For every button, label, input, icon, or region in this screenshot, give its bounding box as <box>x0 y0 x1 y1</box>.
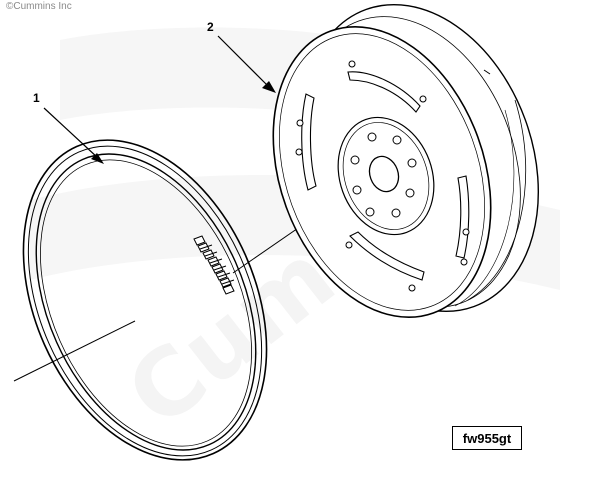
hub-bolt-holes <box>350 132 417 218</box>
reference-code-box: fw955gt <box>452 426 522 450</box>
rim-holes <box>295 60 470 292</box>
flywheel-slots <box>301 71 470 281</box>
ring-gear <box>22 139 268 461</box>
copyright-notice: ©Cummins Inc <box>6 1 72 12</box>
callout-number-1: 1 <box>33 91 40 105</box>
flywheel <box>272 3 540 319</box>
reference-code: fw955gt <box>462 430 512 446</box>
callout-arrow-2 <box>217 35 276 93</box>
centerline-segment-left <box>13 320 136 382</box>
callout-number-2: 2 <box>207 20 214 34</box>
ring-gear-teeth <box>193 235 235 295</box>
callout-arrow-1 <box>43 107 104 164</box>
